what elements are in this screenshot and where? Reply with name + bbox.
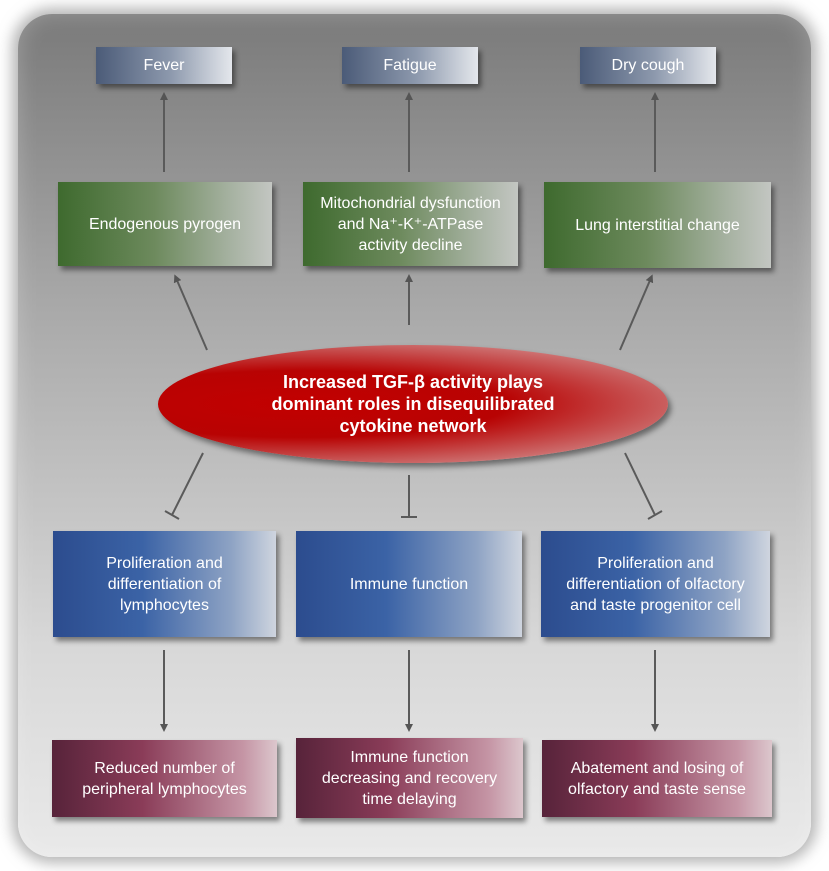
symptom-dry-cough: Dry cough [580,47,716,84]
outcome-olfactory-taste-loss: Abatement and losing of olfactory and ta… [542,740,772,817]
mechanism-lung-interstitial: Lung interstitial change [544,182,771,268]
inhibit-progenitor [624,452,656,516]
outcome-immune-recovery-delay: Immune function decreasing and recovery … [296,738,523,818]
process-progenitor-proliferation: Proliferation and differentiation of olf… [541,531,770,637]
inhibit-lymphocytes [171,452,204,516]
mechanism-mitochondrial-dysfunction: Mitochondrial dysfunction and Na⁺-K⁺-ATP… [303,182,518,266]
arrow-center-to-pyrogen [173,274,208,351]
arrow-center-to-lung [619,274,654,351]
symptom-fever: Fever [96,47,232,84]
mechanism-endogenous-pyrogen: Endogenous pyrogen [58,182,272,266]
process-immune-function: Immune function [296,531,522,637]
tgf-beta-center: Increased TGF-β activity plays dominant … [158,345,668,463]
center-label: Increased TGF-β activity plays dominant … [271,372,555,436]
outcome-reduced-lymphocytes: Reduced number of peripheral lymphocytes [52,740,277,817]
process-lymphocyte-proliferation: Proliferation and differentiation of lym… [53,531,276,637]
symptom-fatigue: Fatigue [342,47,478,84]
